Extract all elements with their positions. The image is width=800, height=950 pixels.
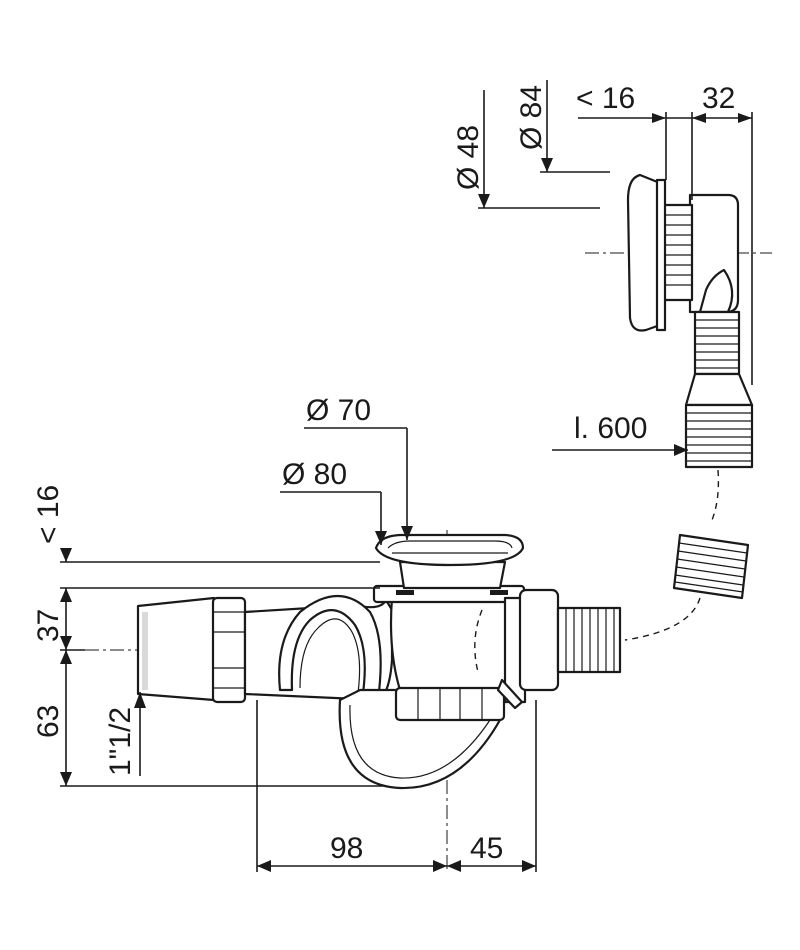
hose-mid-segment <box>672 533 750 600</box>
dim-waste-outer-diameter: Ø 80 <box>282 458 347 491</box>
dim-horizontal-trap-offset: 98 <box>330 832 363 865</box>
overflow-connector-lever <box>496 678 524 710</box>
overflow-cover-plate <box>626 173 662 332</box>
waste-bottom-nut <box>394 686 506 722</box>
dim-outlet-thread: 1"1/2 <box>104 707 137 776</box>
overflow-connector-thread <box>556 606 622 674</box>
dim-waste-plate-thickness: < 16 <box>32 485 65 544</box>
dim-overflow-depth: 32 <box>702 82 735 115</box>
overflow-plate-rim <box>655 178 667 332</box>
overflow-elbow <box>698 268 734 314</box>
outlet-nut <box>211 596 247 704</box>
overflow-hose <box>684 310 754 469</box>
overflow-connector-nut <box>518 588 560 692</box>
dim-overflow-head-diameter: Ø 84 <box>515 85 548 150</box>
hose-to-outlet-hidden <box>624 597 701 641</box>
dim-height-lower: 63 <box>32 705 65 738</box>
overflow-thread <box>662 203 694 302</box>
dim-overflow-body-diameter: Ø 48 <box>452 125 485 190</box>
dim-hose-length: l. 600 <box>574 412 647 445</box>
hose-hidden-path <box>711 469 720 521</box>
waste-body <box>389 596 524 692</box>
overflow-unit <box>585 173 772 641</box>
waste-trap-unit <box>85 530 622 870</box>
dim-overflow-plate-thickness: < 16 <box>576 82 635 115</box>
overflow-dimensions: Ø 84 Ø 48 < 16 32 l. 600 <box>452 80 753 456</box>
waste-plug-head <box>374 533 525 567</box>
dim-height-upper: 37 <box>32 609 65 642</box>
overflow-thread-lines <box>664 214 692 286</box>
waste-dimensions: Ø 70 Ø 80 < 16 37 63 1"1/2 <box>32 394 537 872</box>
dim-horizontal-outlet-offset: 45 <box>470 832 503 865</box>
dim-waste-inner-diameter: Ø 70 <box>306 394 371 427</box>
outlet-pipe <box>136 596 216 702</box>
